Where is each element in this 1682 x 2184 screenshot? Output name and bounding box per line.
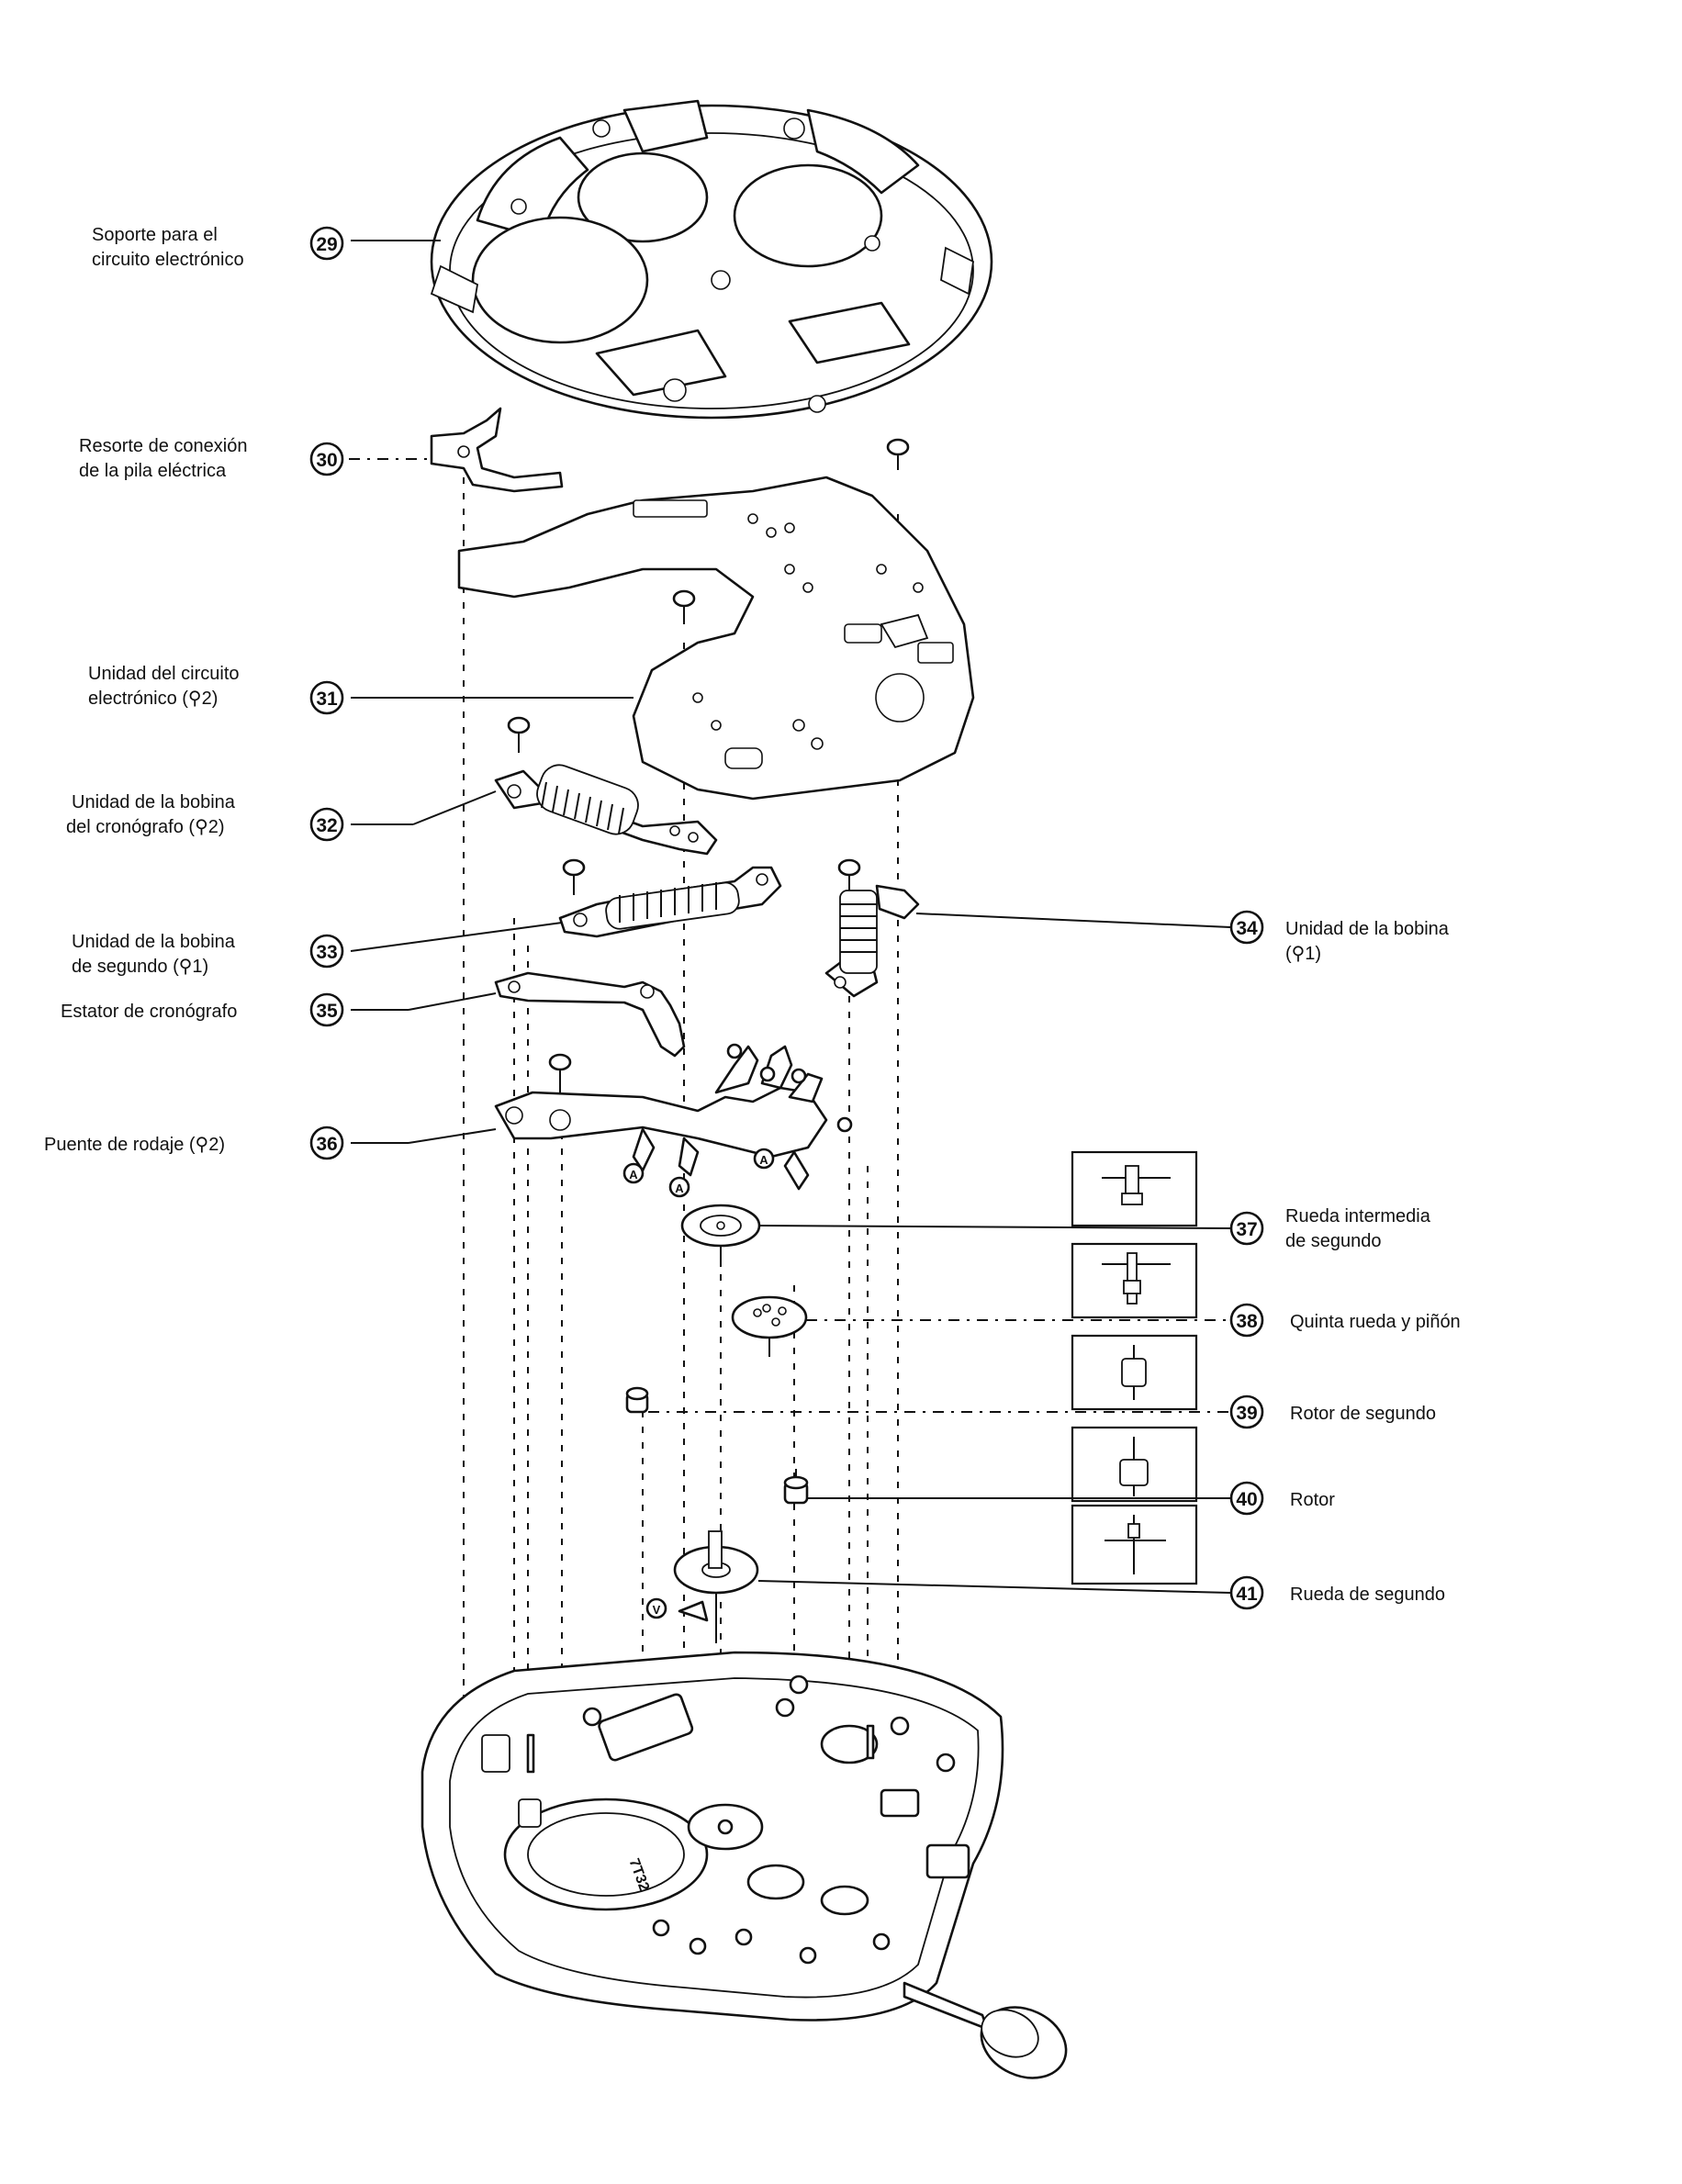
coil-winding-33 bbox=[619, 882, 717, 923]
svg-text:Rotor: Rotor bbox=[1290, 1490, 1335, 1510]
label-leaders bbox=[349, 240, 1231, 1594]
svg-text:(⚲1): (⚲1) bbox=[1285, 944, 1321, 964]
part-38-fifth-wheel bbox=[731, 1295, 808, 1357]
label-40: 40 Rotor bbox=[1229, 1481, 1335, 1516]
svg-text:Rueda de segundo: Rueda de segundo bbox=[1290, 1585, 1445, 1605]
label-29: Soporte para el circuito electrónico 29 bbox=[92, 225, 344, 270]
coil-winding-34 bbox=[840, 903, 877, 953]
part-30-battery-spring bbox=[430, 407, 564, 493]
leader-35b bbox=[408, 992, 497, 1011]
svg-text:32: 32 bbox=[316, 815, 337, 836]
part-41-second-wheel: V bbox=[645, 1530, 759, 1643]
label-32: Unidad de la bobina del cronógrafo (⚲2) … bbox=[66, 792, 344, 842]
svg-text:39: 39 bbox=[1236, 1403, 1257, 1424]
svg-text:electrónico (⚲2): electrónico (⚲2) bbox=[88, 689, 218, 709]
svg-text:Estator de cronógrafo: Estator de cronógrafo bbox=[61, 1002, 237, 1022]
svg-text:circuito electrónico: circuito electrónico bbox=[92, 250, 244, 270]
wheel-inset-boxes bbox=[1071, 1150, 1198, 1585]
label-37: 37 Rueda intermedia de segundo bbox=[1229, 1206, 1431, 1251]
label-31: Unidad del circuito electrónico (⚲2) 31 bbox=[88, 664, 344, 715]
label-35: Estator de cronógrafo 35 bbox=[61, 992, 344, 1027]
leader-34 bbox=[915, 913, 1231, 928]
marker-a-1: A bbox=[622, 1162, 645, 1184]
leader-36b bbox=[408, 1128, 497, 1144]
svg-text:V: V bbox=[653, 1603, 661, 1617]
label-33: Unidad de la bobina de segundo (⚲1) 33 bbox=[72, 932, 344, 977]
svg-text:31: 31 bbox=[316, 689, 338, 710]
inset-41 bbox=[1071, 1504, 1198, 1585]
leader-32b bbox=[412, 790, 497, 825]
svg-text:36: 36 bbox=[316, 1134, 337, 1155]
screws-top bbox=[507, 438, 910, 1092]
svg-text:41: 41 bbox=[1236, 1584, 1258, 1605]
svg-text:A: A bbox=[675, 1182, 684, 1195]
leader-37 bbox=[759, 1225, 1231, 1229]
label-34: 34 Unidad de la bobina (⚲1) bbox=[1229, 910, 1450, 964]
part-31-circuit-unit bbox=[457, 476, 975, 801]
main-plate-movement: 7T32 bbox=[420, 1651, 1004, 2022]
label-36: Puente de rodaje (⚲2) 36 bbox=[44, 1126, 344, 1160]
svg-text:Rueda intermedia: Rueda intermedia bbox=[1285, 1206, 1431, 1226]
svg-text:40: 40 bbox=[1236, 1489, 1257, 1510]
svg-text:35: 35 bbox=[316, 1001, 338, 1022]
coil-winding-32 bbox=[541, 781, 624, 834]
leader-41 bbox=[757, 1580, 1231, 1594]
svg-text:de segundo: de segundo bbox=[1285, 1231, 1382, 1251]
svg-text:del cronógrafo (⚲2): del cronógrafo (⚲2) bbox=[66, 817, 225, 837]
part-29-circuit-support bbox=[430, 99, 993, 420]
label-39: 39 Rotor de segundo bbox=[1229, 1394, 1436, 1429]
part-40-rotor bbox=[783, 1469, 809, 1505]
label-30: Resorte de conexión de la pila eléctrica… bbox=[79, 436, 344, 481]
svg-text:Unidad de la bobina: Unidad de la bobina bbox=[72, 932, 236, 952]
svg-text:29: 29 bbox=[316, 234, 337, 255]
part-33-second-coil bbox=[558, 866, 782, 938]
svg-text:33: 33 bbox=[316, 942, 337, 963]
label-38: 38 Quinta rueda y piñón bbox=[1229, 1303, 1461, 1338]
svg-text:Unidad del circuito: Unidad del circuito bbox=[88, 664, 240, 684]
svg-text:de segundo (⚲1): de segundo (⚲1) bbox=[72, 957, 208, 977]
inset-39 bbox=[1071, 1334, 1198, 1411]
svg-text:Puente de rodaje (⚲2): Puente de rodaje (⚲2) bbox=[44, 1135, 225, 1155]
part-35-chrono-stator bbox=[494, 971, 686, 1058]
inset-37 bbox=[1071, 1150, 1198, 1227]
part-36-train-bridge: A A A bbox=[494, 1043, 853, 1198]
part-34-coil-unit bbox=[824, 884, 920, 998]
svg-text:34: 34 bbox=[1236, 918, 1258, 939]
leader-33 bbox=[350, 922, 563, 952]
svg-text:37: 37 bbox=[1236, 1219, 1257, 1240]
label-41: 41 Rueda de segundo bbox=[1229, 1575, 1445, 1610]
svg-text:Soporte para el: Soporte para el bbox=[92, 225, 218, 245]
svg-text:de la pila eléctrica: de la pila eléctrica bbox=[79, 461, 227, 481]
part-39-second-rotor bbox=[625, 1386, 649, 1414]
svg-text:A: A bbox=[629, 1168, 638, 1182]
marker-v: V bbox=[645, 1597, 667, 1619]
marker-a-3: A bbox=[753, 1148, 775, 1170]
svg-text:Resorte de conexión: Resorte de conexión bbox=[79, 436, 247, 456]
svg-text:Quinta rueda y piñón: Quinta rueda y piñón bbox=[1290, 1312, 1461, 1332]
part-32-chrono-coil bbox=[494, 764, 718, 856]
inset-38 bbox=[1071, 1242, 1198, 1319]
svg-text:A: A bbox=[759, 1153, 768, 1167]
part-37-intermediate-wheel bbox=[680, 1204, 761, 1267]
svg-text:Unidad de la bobina: Unidad de la bobina bbox=[72, 792, 236, 812]
svg-text:Unidad de la bobina: Unidad de la bobina bbox=[1285, 919, 1450, 939]
svg-text:38: 38 bbox=[1236, 1311, 1258, 1332]
marker-a-2: A bbox=[668, 1176, 690, 1198]
crown-stem bbox=[903, 1981, 1068, 2079]
svg-text:Rotor de segundo: Rotor de segundo bbox=[1290, 1404, 1436, 1424]
svg-text:30: 30 bbox=[316, 450, 337, 471]
inset-40 bbox=[1071, 1426, 1198, 1503]
